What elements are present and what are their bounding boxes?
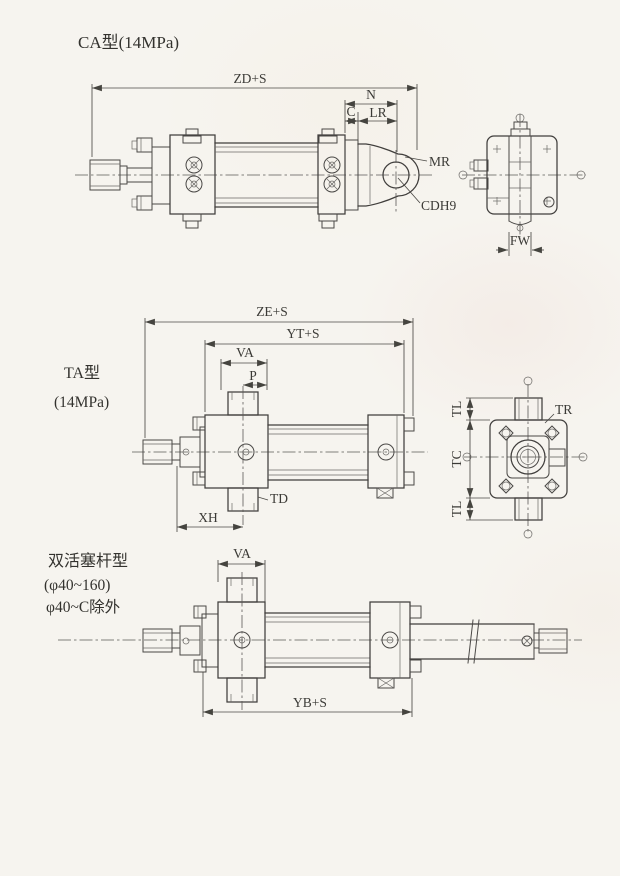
- ca-dim-c: C: [346, 104, 355, 119]
- ca-front-head: [169, 134, 216, 215]
- ta-pressure: (14MPa): [54, 394, 109, 411]
- ca-label-cd: CDH9: [421, 198, 457, 213]
- ca-dim-n: N: [366, 87, 376, 102]
- ta-rear-block: [367, 414, 415, 499]
- ta-end-corner-nuts: [498, 425, 560, 494]
- ca-dim-zd: ZD+S: [233, 71, 266, 86]
- ta-xh-dim: XH: [176, 466, 243, 532]
- ta-dim-yt: YT+S: [286, 326, 319, 341]
- dr-va-dim: VA: [217, 546, 266, 606]
- ta-dim-tl-bottom: TL: [449, 501, 464, 518]
- ta-head-block: [204, 414, 269, 489]
- ta-dim-p: P: [249, 368, 257, 383]
- ta-label-td: TD: [270, 491, 288, 506]
- dr-tie-rod-nuts-front: [193, 605, 207, 673]
- ta-trunnion-pins: [227, 386, 259, 525]
- ta-tr-leader: TR: [544, 402, 572, 424]
- ta-dim-tc: TC: [449, 450, 464, 467]
- ca-tube: [214, 142, 319, 208]
- ca-rod-thread-end: [89, 159, 128, 191]
- dr-side-view: YB+S: [58, 572, 582, 717]
- ta-end-port-boss: [548, 448, 566, 467]
- ta-dim-ze: ZE+S: [256, 304, 288, 319]
- ca-label-mr: MR: [429, 154, 450, 169]
- centerline-mark-icon: [523, 376, 533, 386]
- ca-end-view: FW: [458, 113, 586, 256]
- dr-range: (φ40~160): [44, 577, 110, 594]
- ca-leaders: MR CDH9: [397, 154, 457, 213]
- ca-end-top-stud: [510, 121, 531, 137]
- ca-title: CA型(14MPa): [78, 33, 179, 52]
- break-line: [473, 619, 480, 664]
- ta-dim-tl-top: TL: [449, 401, 464, 418]
- dr-left-rod-end: [142, 628, 181, 653]
- ca-dim-fw: FW: [510, 233, 531, 248]
- dr-rear-block: [369, 601, 422, 689]
- dr-right-rod: [409, 619, 568, 664]
- ta-tube: [267, 424, 369, 481]
- ca-section: CA型(14MPa) ZD+S N C LR: [75, 33, 586, 256]
- ca-end-fw-dim: FW: [496, 232, 544, 256]
- dr-gland: [179, 613, 219, 668]
- ta-section: TA型 (14MPa) ZE+S YT+S VA P: [54, 304, 588, 539]
- ca-side-view: MR CDH9: [75, 128, 457, 229]
- centerline-mark-icon: [578, 452, 588, 462]
- ta-title: TA型: [64, 364, 100, 382]
- dr-yb-dim: YB+S: [202, 672, 413, 717]
- dr-title: 双活塞杆型: [48, 552, 128, 570]
- ta-tie-rod-nuts-front: [192, 416, 206, 486]
- ca-tie-rod-nuts-front: [131, 137, 153, 211]
- ta-label-tr: TR: [555, 402, 572, 417]
- ca-rear-head: [317, 134, 346, 215]
- ca-front-ports: [185, 156, 203, 193]
- ta-dim-xh: XH: [198, 510, 218, 525]
- break-line: [467, 619, 474, 664]
- ta-end-bore: [506, 435, 566, 479]
- centerline-mark-icon: [458, 170, 468, 180]
- ca-clevis: [357, 143, 420, 212]
- dr-dim-yb: YB+S: [293, 695, 327, 710]
- ca-dim-lr: LR: [369, 105, 386, 120]
- ta-dimensions: ZE+S YT+S VA P: [144, 304, 414, 438]
- centerline-mark-icon: [523, 529, 533, 539]
- ca-end-cushion-screw: [543, 196, 555, 208]
- ta-side-view: XH TD: [132, 386, 428, 532]
- ca-dimensions: ZD+S N C LR: [91, 71, 418, 157]
- dr-dim-va: VA: [233, 546, 251, 561]
- ca-end-fork-slot: [487, 135, 532, 232]
- ca-end-side-plugs: [469, 159, 489, 190]
- ta-dim-va: VA: [236, 345, 254, 360]
- dr-note: φ40~C除外: [46, 598, 120, 616]
- ca-rear-studs: [318, 128, 338, 229]
- double-rod-section: 双活塞杆型 (φ40~160) φ40~C除外 VA: [44, 546, 582, 717]
- ta-td-leader: TD: [257, 491, 288, 506]
- ca-front-studs: [182, 128, 202, 229]
- centerline-mark-icon: [576, 170, 586, 180]
- dr-tube: [264, 612, 371, 668]
- ta-end-view: TL TC TL TR: [449, 376, 588, 539]
- ta-end-trunnions: [514, 397, 543, 521]
- ta-end-left-dims: TL TC TL: [449, 397, 513, 521]
- ca-rear-ports: [323, 156, 341, 193]
- dr-trunnion-pins: [226, 572, 258, 710]
